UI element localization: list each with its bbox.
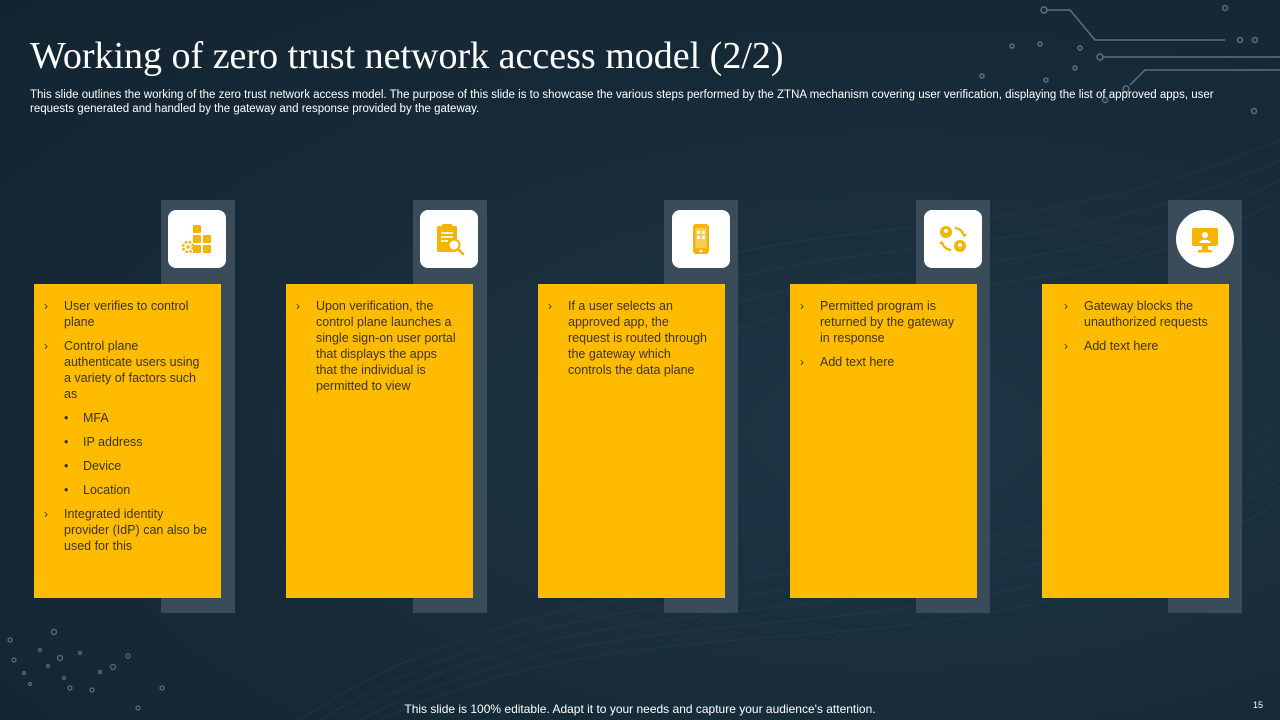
step-5-bullet-1: Gateway blocks the unauthorized requests (1084, 299, 1208, 329)
list-item: › User verifies to control plane (44, 298, 209, 330)
bullet-dot-icon: • (64, 459, 69, 473)
monitor-user-icon (1192, 228, 1218, 253)
factor-item: • MFA (64, 410, 209, 426)
chevron-right-icon: › (1064, 339, 1068, 353)
chevron-right-icon: › (1064, 299, 1068, 313)
step-1-icon-box (168, 210, 226, 268)
list-item: › Control plane authenticate users using… (44, 338, 209, 498)
list-item: › Upon verification, the control plane l… (296, 298, 461, 394)
list-item: › Permitted program is returned by the g… (800, 298, 965, 346)
step-1-bullet-2: Control plane authenticate users using a… (64, 339, 200, 401)
step-1-card: › User verifies to control plane › Contr… (34, 284, 221, 598)
step-5-list: › Gateway blocks the unauthorized reques… (1064, 298, 1217, 354)
step-5-card: › Gateway blocks the unauthorized reques… (1042, 284, 1229, 598)
factor-list: • MFA • IP address • Device • Location (64, 410, 209, 498)
list-item: › Add text here (1064, 338, 1217, 354)
step-3-bullet-1: If a user selects an approved app, the r… (568, 299, 707, 377)
step-4-bullet-1: Permitted program is returned by the gat… (820, 299, 955, 345)
bullet-dot-icon: • (64, 435, 69, 449)
slide-subtitle: This slide outlines the working of the z… (30, 89, 1214, 115)
step-1-bullet-1: User verifies to control plane (64, 299, 189, 329)
list-item: › Integrated identity provider (IdP) can… (44, 506, 209, 554)
clipboard-search-icon (437, 224, 465, 256)
step-3-list: › If a user selects an approved app, the… (548, 298, 713, 378)
factor-item: • IP address (64, 434, 209, 450)
dots-decoration (7, 628, 165, 711)
chevron-right-icon: › (296, 299, 300, 313)
chevron-right-icon: › (548, 299, 552, 313)
circuit-decoration (979, 4, 1280, 115)
factor-item: • Location (64, 482, 209, 498)
step-3-card: › If a user selects an approved app, the… (538, 284, 725, 598)
step-2-card: › Upon verification, the control plane l… (286, 284, 473, 598)
boxes-gear-icon (181, 225, 211, 254)
list-item: › If a user selects an approved app, the… (548, 298, 713, 378)
step-4-card: › Permitted program is returned by the g… (790, 284, 977, 598)
user-exchange-icon (939, 226, 967, 252)
chevron-right-icon: › (44, 507, 48, 521)
step-2-icon-box (420, 210, 478, 268)
slide-title: Working of zero trust network access mod… (30, 35, 784, 77)
chevron-right-icon: › (44, 339, 48, 353)
step-2-bullet-1: Upon verification, the control plane lau… (316, 299, 456, 393)
step-2-list: › Upon verification, the control plane l… (296, 298, 461, 394)
step-1-bullet-3: Integrated identity provider (IdP) can a… (64, 507, 208, 553)
page-number: 15 (1253, 700, 1264, 710)
step-3-icon-box (672, 210, 730, 268)
list-item: › Add text here (800, 354, 965, 370)
chevron-right-icon: › (800, 299, 804, 313)
factor-mfa: MFA (83, 411, 109, 425)
mobile-app-icon (693, 224, 709, 254)
chevron-right-icon: › (44, 299, 48, 313)
step-5-bullet-2: Add text here (1084, 339, 1159, 353)
step-4-list: › Permitted program is returned by the g… (800, 298, 965, 370)
factor-ip-address: IP address (83, 435, 143, 449)
step-4-bullet-2: Add text here (820, 355, 895, 369)
factor-item: • Device (64, 458, 209, 474)
bullet-dot-icon: • (64, 483, 69, 497)
step-5-icon-box (1176, 210, 1234, 268)
chevron-right-icon: › (800, 355, 804, 369)
bullet-dot-icon: • (64, 411, 69, 425)
step-1-list: › User verifies to control plane › Contr… (44, 298, 209, 554)
step-4-icon-box (924, 210, 982, 268)
list-item: › Gateway blocks the unauthorized reques… (1064, 298, 1217, 330)
factor-device: Device (83, 459, 122, 473)
factor-location: Location (83, 483, 131, 497)
footer-note: This slide is 100% editable. Adapt it to… (404, 702, 876, 716)
